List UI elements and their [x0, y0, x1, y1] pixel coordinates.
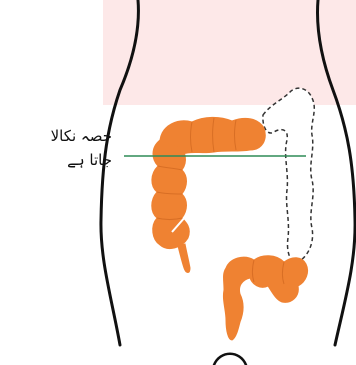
annotation-label-line-1: حصہ نکالا [51, 126, 112, 146]
annotation-label-line-2: جاتا ہے [67, 150, 112, 170]
